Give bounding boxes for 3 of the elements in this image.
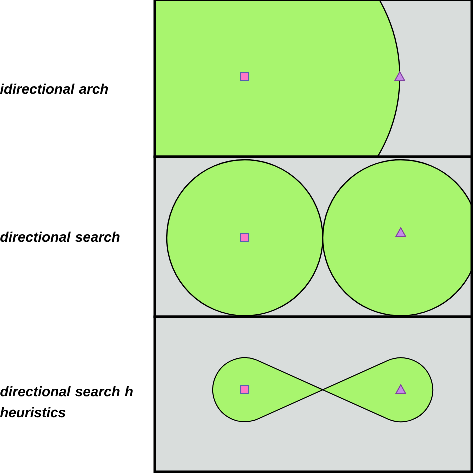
row-label: directional search <box>0 232 120 242</box>
row-label: idirectional arch <box>0 84 108 94</box>
row-label: directional search h heuristics <box>0 386 133 418</box>
